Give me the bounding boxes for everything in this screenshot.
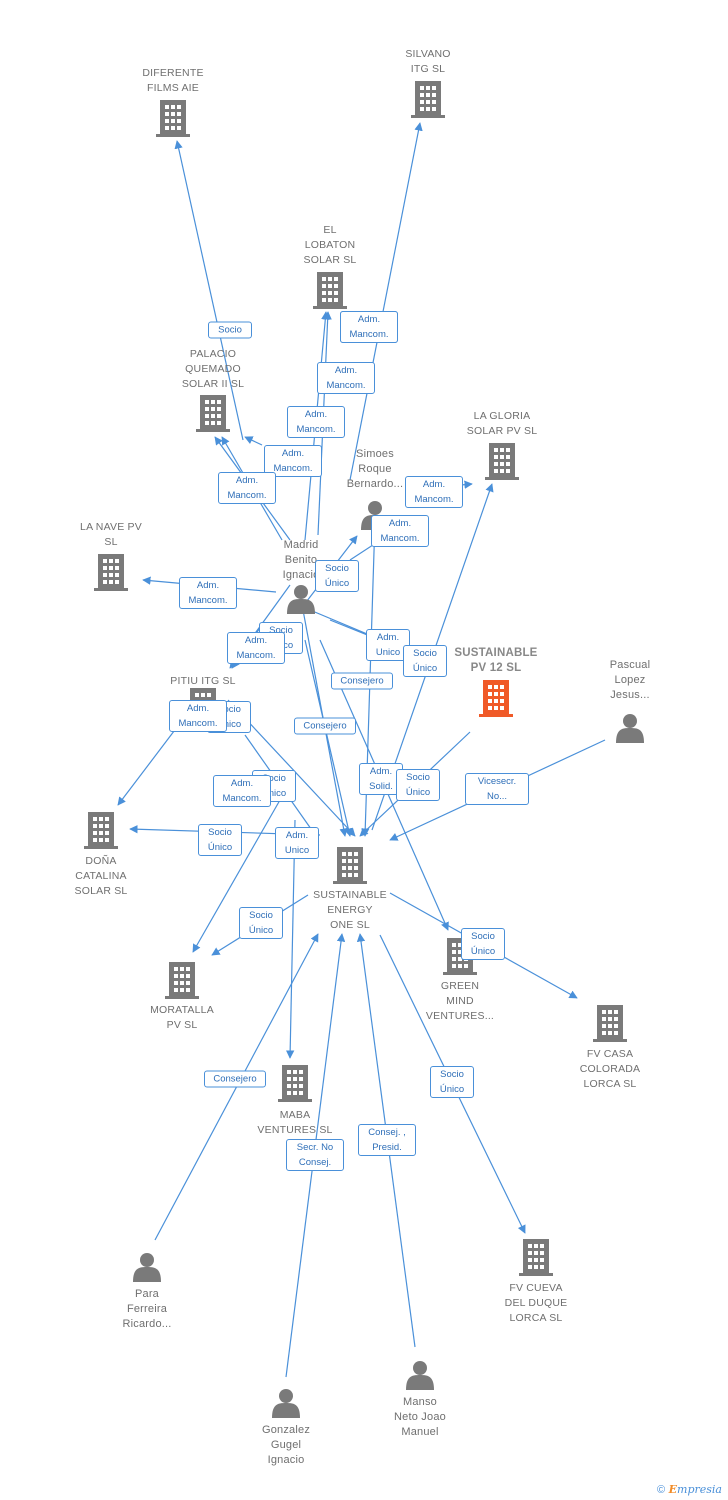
node-label-pitiu[interactable]: PITIU ITG SL [170, 675, 236, 687]
relation-label[interactable]: Socio Único [461, 928, 505, 960]
relation-label[interactable]: Adm. Mancom. [371, 515, 429, 547]
building-icon[interactable] [165, 962, 199, 999]
edge-line [304, 639, 353, 837]
building-icon[interactable] [519, 1239, 553, 1276]
relation-label[interactable]: Socio Único [239, 907, 283, 939]
footer-brand[interactable]: © Empresia [657, 1483, 722, 1496]
brand-name: mpresia [677, 1483, 722, 1496]
relation-label[interactable]: Socio Único [396, 769, 440, 801]
relation-label[interactable]: Adm. Mancom. [317, 362, 375, 394]
building-icon[interactable] [196, 395, 230, 432]
node-label-maba[interactable]: MABA VENTURES SL [257, 1109, 333, 1136]
building-icon[interactable] [313, 272, 347, 309]
relation-label[interactable]: Adm. Unico [366, 629, 410, 661]
person-icon[interactable] [133, 1253, 161, 1282]
edge-line [192, 799, 281, 953]
relation-label[interactable]: Consejero [204, 1070, 266, 1088]
building-icon[interactable] [485, 443, 519, 480]
relation-label[interactable]: Consejero [294, 717, 356, 735]
node-label-seo[interactable]: SUSTAINABLE ENERGY ONE SL [313, 889, 387, 931]
relation-label[interactable]: Adm. Mancom. [287, 406, 345, 438]
relation-label[interactable]: Adm. Mancom. [264, 445, 322, 477]
node-label-manso[interactable]: Manso Neto Joao Manuel [394, 1396, 446, 1438]
brand-initial: E [668, 1483, 678, 1496]
relation-label[interactable]: Consej. , Presid. [358, 1124, 416, 1156]
copyright-symbol: © [657, 1484, 666, 1496]
relation-label[interactable]: Adm. Mancom. [218, 472, 276, 504]
building-icon[interactable] [84, 812, 118, 849]
relation-label[interactable]: Adm. Mancom. [169, 700, 227, 732]
edge-line [244, 436, 263, 446]
node-label-moratalla[interactable]: MORATALLA PV SL [150, 1004, 214, 1031]
person-icon[interactable] [287, 585, 315, 614]
building-icon[interactable] [479, 680, 513, 717]
relation-label[interactable]: Consejero [331, 672, 393, 690]
building-icon[interactable] [278, 1065, 312, 1102]
node-label-lobaton[interactable]: EL LOBATON SOLAR SL [303, 224, 357, 266]
building-icon[interactable] [156, 100, 190, 137]
node-label-gloria[interactable]: LA GLORIA SOLAR PV SL [466, 410, 538, 437]
building-icon[interactable] [94, 554, 128, 591]
node-label-para[interactable]: Para Ferreira Ricardo... [122, 1288, 172, 1330]
relation-label[interactable]: Socio Único [403, 645, 447, 677]
relation-label[interactable]: Vicesecr. No... [465, 773, 529, 805]
node-label-fvcueva[interactable]: FV CUEVA DEL DUQUE LORCA SL [504, 1282, 568, 1324]
relation-label[interactable]: Socio Único [198, 824, 242, 856]
node-icons [84, 81, 644, 1418]
building-icon[interactable] [411, 81, 445, 118]
node-label-madrid[interactable]: Madrid Benito Ignacio [282, 539, 320, 581]
person-icon[interactable] [272, 1389, 300, 1418]
node-label-pv12[interactable]: SUSTAINABLE PV 12 SL [454, 647, 538, 674]
edge-line [285, 819, 296, 1059]
person-icon[interactable] [406, 1361, 434, 1390]
node-label-lanave[interactable]: LA NAVE PV SL [80, 521, 142, 548]
building-icon[interactable] [593, 1005, 627, 1042]
relation-label[interactable]: Adm. Mancom. [213, 775, 271, 807]
relation-label[interactable]: Socio [208, 321, 252, 339]
relation-label[interactable]: Secr. No Consej. [286, 1139, 344, 1171]
node-label-green[interactable]: GREEN MIND VENTURES... [425, 980, 495, 1022]
relation-label[interactable]: Socio Único [430, 1066, 474, 1098]
building-icon[interactable] [333, 847, 367, 884]
node-label-fvcasa[interactable]: FV CASA COLORADA LORCA SL [579, 1048, 641, 1090]
node-label-gonzalez[interactable]: Gonzalez Gugel Ignacio [261, 1424, 311, 1466]
relation-label[interactable]: Adm. Mancom. [340, 311, 398, 343]
node-label-dona[interactable]: DOÑA CATALINA SOLAR SL [74, 855, 128, 897]
relation-label[interactable]: Socio Único [315, 560, 359, 592]
edge-line [174, 140, 244, 441]
node-label-diferente[interactable]: DIFERENTE FILMS AIE [142, 67, 204, 94]
relation-label[interactable]: Adm. Mancom. [227, 632, 285, 664]
node-label-pascual[interactable]: Pascual Lopez Jesus... [609, 659, 651, 701]
person-icon[interactable] [616, 714, 644, 743]
relation-label[interactable]: Adm. Unico [275, 827, 319, 859]
relation-label[interactable]: Adm. Mancom. [179, 577, 237, 609]
relation-label[interactable]: Adm. Mancom. [405, 476, 463, 508]
edge-line [349, 122, 423, 481]
node-label-silvano[interactable]: SILVANO ITG SL [405, 48, 451, 75]
node-label-simoes[interactable]: Simoes Roque Bernardo... [346, 448, 404, 490]
node-label-palacio[interactable]: PALACIO QUEMADO SOLAR II SL [181, 348, 245, 390]
